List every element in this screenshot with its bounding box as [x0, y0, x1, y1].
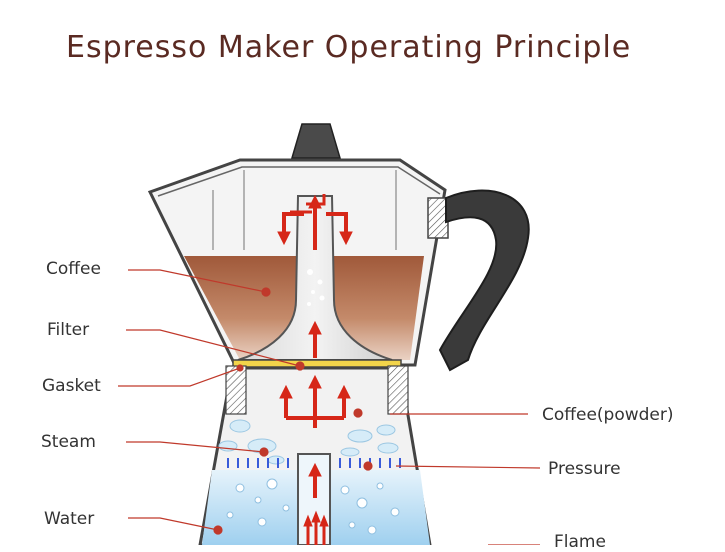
label-water: Water — [44, 509, 95, 529]
diagram-title: Espresso Maker Operating Principle — [66, 30, 632, 65]
label-filter: Filter — [47, 320, 90, 340]
label-flame: Flame — [554, 532, 606, 552]
flow-arrows — [277, 194, 353, 545]
label-gasket: Gasket — [42, 376, 101, 396]
label-coffee-powder: Coffee(powder) — [542, 405, 674, 425]
label-pressure: Pressure — [548, 459, 621, 479]
gasket-ring — [232, 359, 402, 368]
rising-coffee-dots — [307, 269, 325, 306]
steam-clouds — [218, 419, 399, 465]
water-bubbles — [226, 478, 400, 535]
handle — [438, 189, 530, 372]
lid-knob — [290, 123, 342, 159]
label-steam: Steam — [41, 432, 96, 452]
label-coffee: Coffee — [46, 259, 101, 279]
leader-lines — [118, 269, 541, 545]
